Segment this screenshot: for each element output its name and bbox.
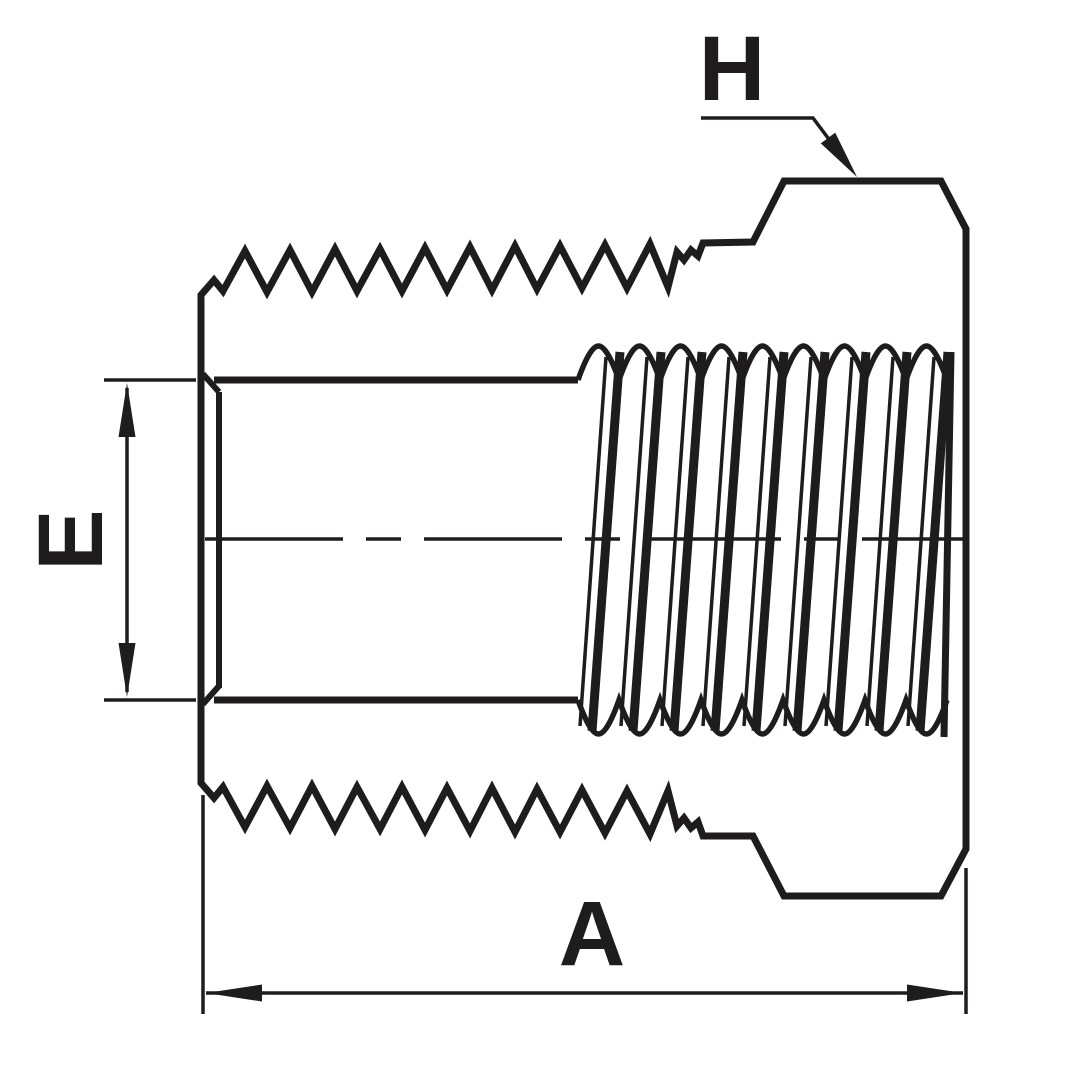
label-h: H xyxy=(699,18,765,120)
callout-h: H xyxy=(699,18,857,177)
female-thread-crests-top xyxy=(575,343,950,389)
h-leader-arrowhead xyxy=(820,132,857,177)
female-thread-end-face xyxy=(940,351,955,738)
outer-profile xyxy=(197,177,970,900)
dimension-e: E xyxy=(20,378,196,702)
a-arrowhead-left xyxy=(206,984,262,1002)
bore-chamfer-bottom xyxy=(200,684,222,706)
dimension-a: A xyxy=(201,795,968,1014)
e-arrowhead-down xyxy=(118,643,136,697)
e-arrowhead-up xyxy=(118,383,136,437)
female-thread-crests-bottom xyxy=(575,691,950,737)
h-leader-line xyxy=(701,116,848,164)
label-e: E xyxy=(20,509,122,570)
female-thread-flanks-thick xyxy=(587,351,953,732)
a-arrowhead-right xyxy=(907,984,963,1002)
female-thread-flanks-thin xyxy=(578,356,936,727)
bore-chamfer-top xyxy=(200,372,222,394)
label-a: A xyxy=(559,883,625,985)
